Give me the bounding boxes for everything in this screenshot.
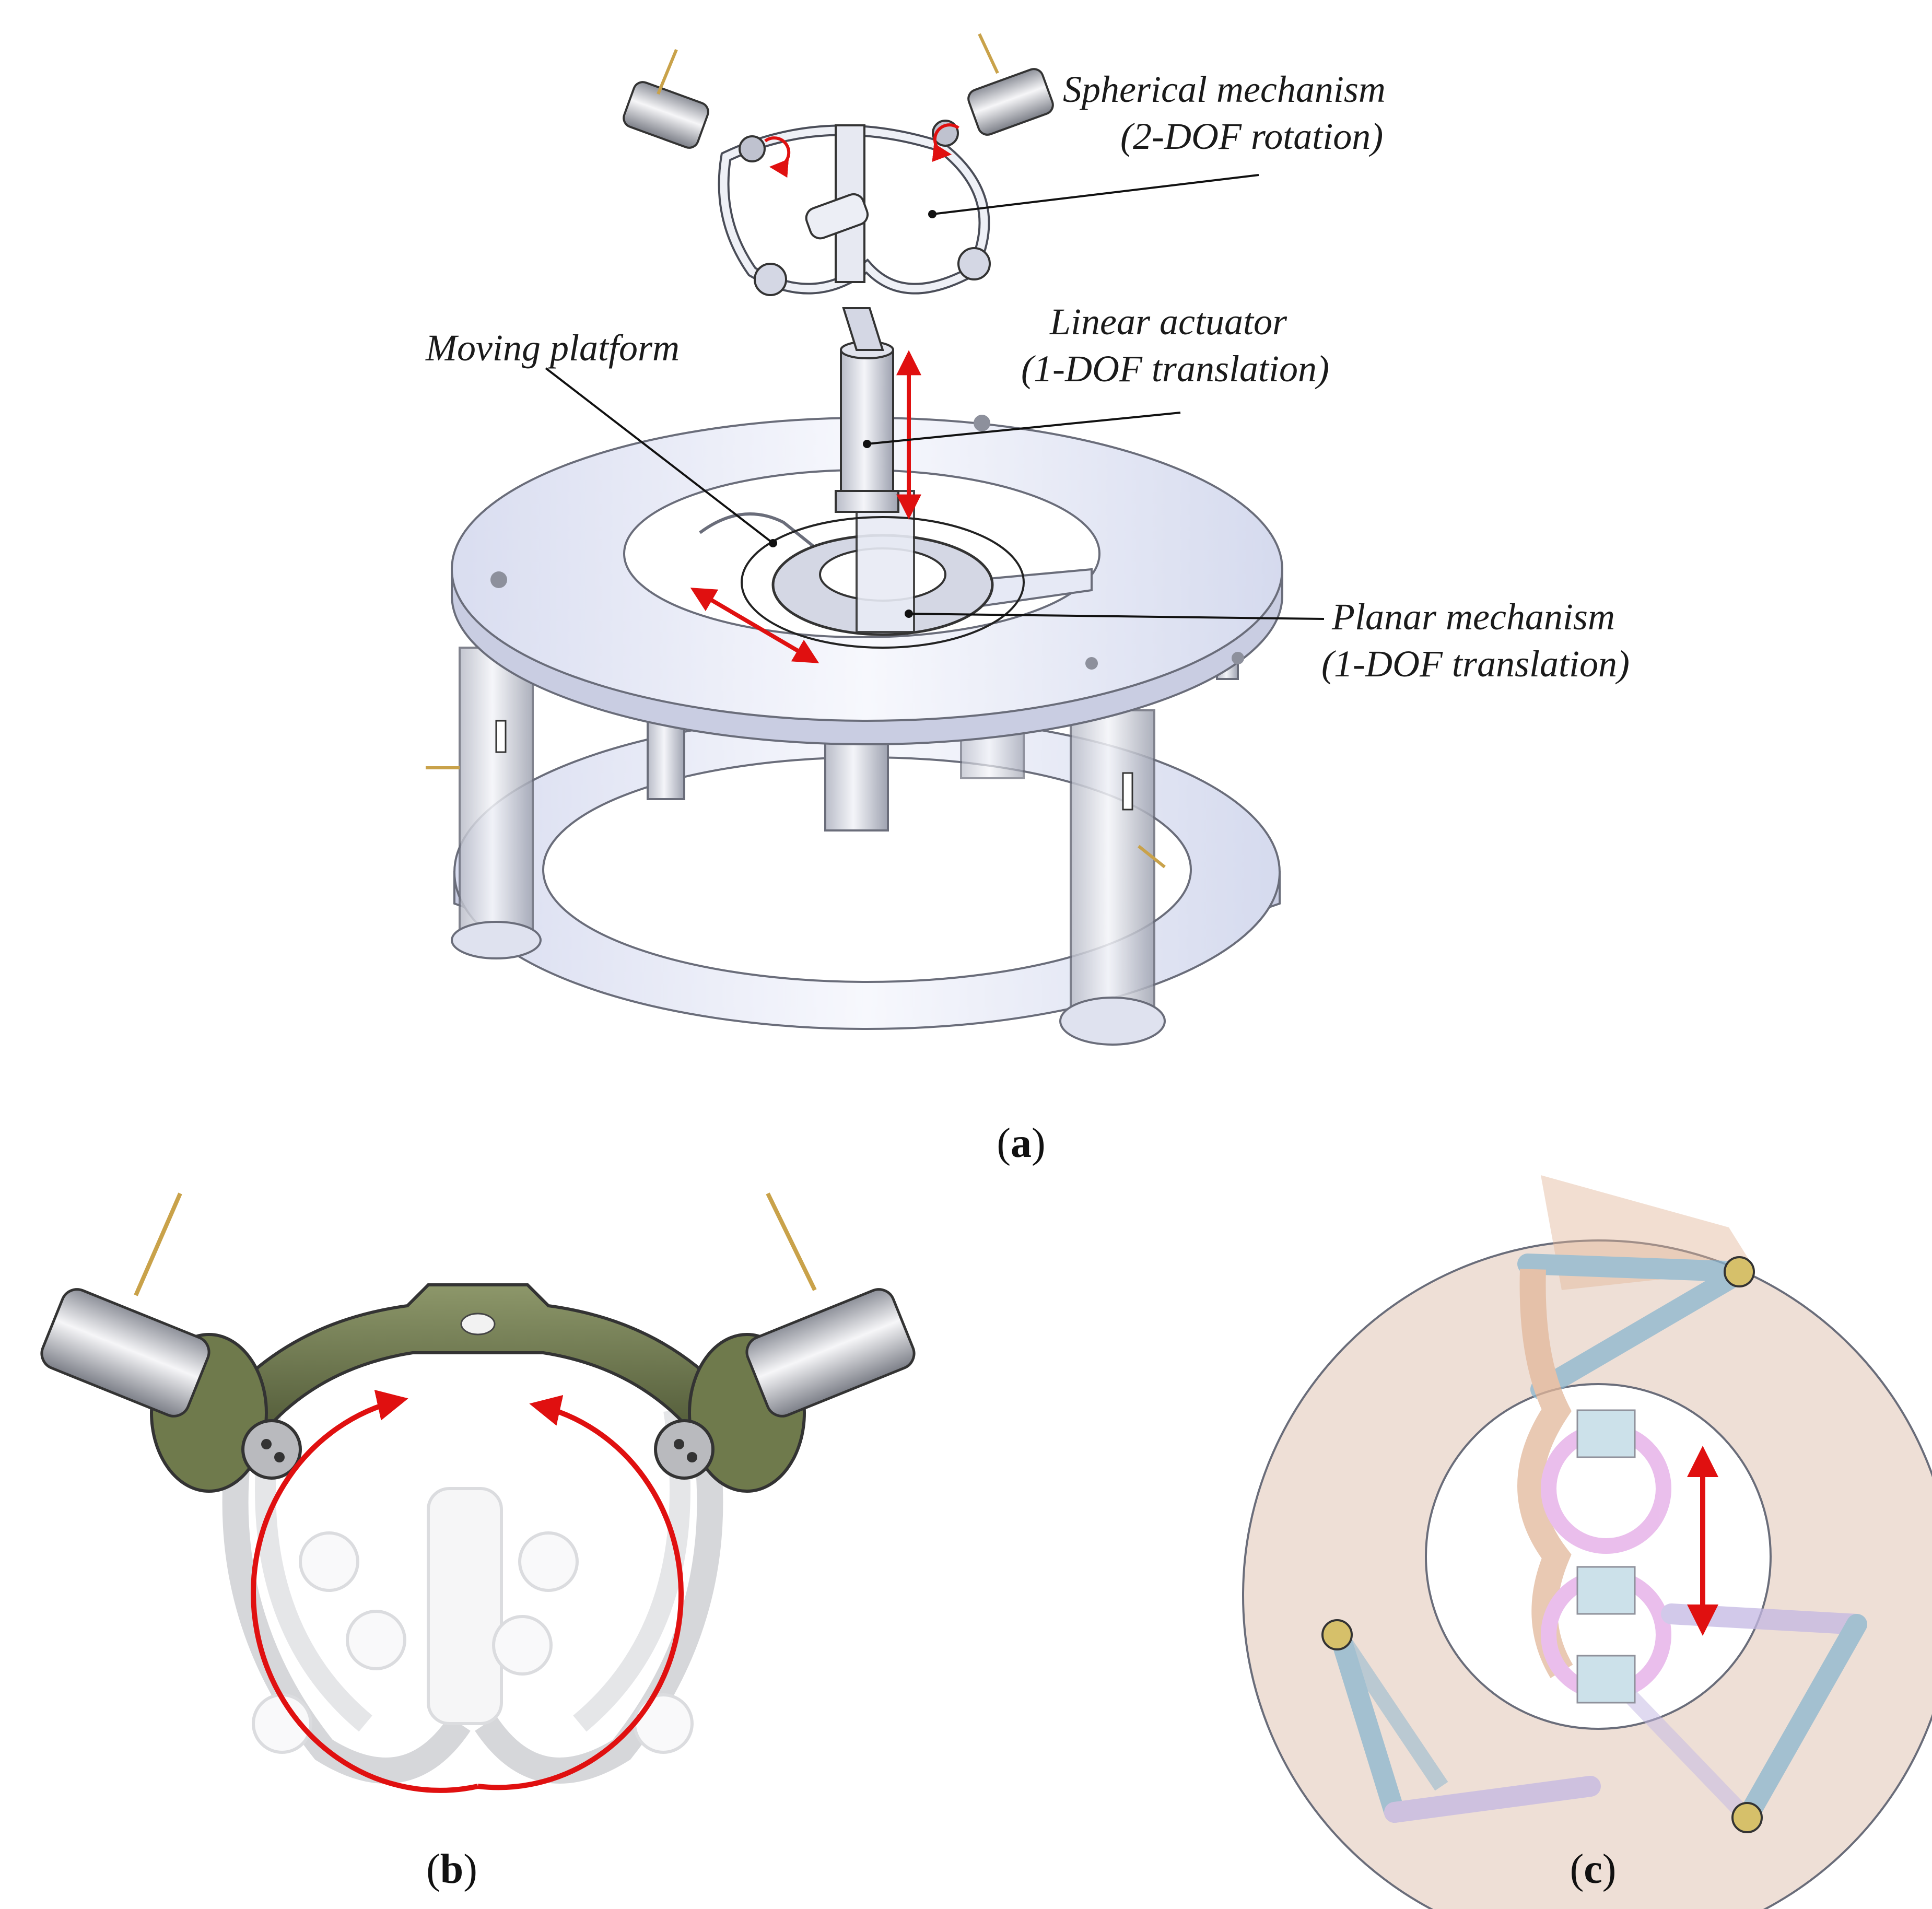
label-planar-mechanism: Planar mechanism [1331, 596, 1615, 638]
label-spherical-dof: (2-DOF rotation) [1120, 115, 1383, 157]
top-view-motor-mounts [1321, 1256, 1763, 1833]
support-column-right [1059, 709, 1166, 1046]
label-moving-platform: Moving platform [425, 327, 680, 369]
red-motion-arrows-a [690, 123, 959, 663]
spherical-mechanism [623, 33, 1054, 296]
rotation-arrow-b-right [477, 1395, 684, 1790]
leader-moving-platform [545, 367, 777, 547]
panel-b-illustration [40, 1192, 916, 1793]
gimbal-frame [150, 1283, 806, 1493]
rotation-arrow-b-left [251, 1390, 479, 1793]
label-planar-dof: (1-DOF translation) [1321, 643, 1630, 685]
label-linear-actuator: Linear actuator [1049, 301, 1287, 343]
support-column-left [426, 647, 542, 959]
leader-spherical [928, 174, 1259, 218]
moving-platform [699, 490, 1093, 649]
panel-label-a: (a) [997, 1120, 1045, 1166]
rotation-arrow-right [932, 123, 959, 162]
leader-planar [905, 610, 1325, 620]
panel-a-illustration: Spherical mechanism (2-DOF rotation) Lin… [425, 33, 1630, 1046]
linear-actuator [835, 307, 899, 513]
label-linear-dof: (1-DOF translation) [1021, 348, 1329, 390]
leader-linear [863, 412, 1181, 448]
gimbal-swing-ghosts [222, 1380, 723, 1784]
top-view-center-hole [1425, 1383, 1772, 1730]
planar-translation-arrow [690, 588, 819, 663]
label-spherical-mechanism: Spherical mechanism [1063, 68, 1386, 110]
panel-label-c: (c) [1570, 1846, 1617, 1892]
gimbal-motor-right [745, 1192, 916, 1418]
callout-leader-lines [545, 174, 1325, 620]
panel-label-b: (b) [426, 1846, 477, 1892]
panel-c-illustration [1242, 1175, 1932, 1909]
rotation-arrow-left [764, 136, 791, 178]
top-view-linkages [1329, 1175, 1867, 1828]
gimbal-motor-left [40, 1192, 210, 1418]
